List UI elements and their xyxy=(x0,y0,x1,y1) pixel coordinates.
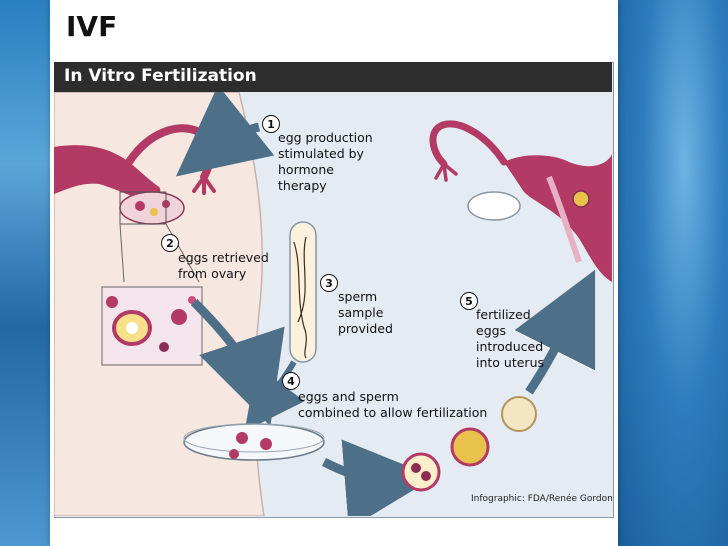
step-number-2: 2 xyxy=(161,234,179,252)
embryo-stage-1 xyxy=(401,452,441,492)
slide-background-right xyxy=(618,0,728,546)
figure-header-title: In Vitro Fertilization xyxy=(64,66,257,86)
embryo-stage-2 xyxy=(450,427,490,467)
ivf-illustration xyxy=(54,92,612,516)
slide-title: IVF xyxy=(66,10,118,43)
step-label-4: eggs and sperm combined to allow fertili… xyxy=(298,389,488,420)
petri-dish xyxy=(183,423,325,461)
uterus-left xyxy=(54,145,161,201)
step-label-3: sperm sample provided xyxy=(338,289,393,336)
step-label-1: egg production stimulated by hormone the… xyxy=(278,130,373,193)
ovary-right xyxy=(467,191,521,221)
ovary-left xyxy=(119,191,185,225)
step-number-3: 3 xyxy=(320,274,338,292)
step-number-1: 1 xyxy=(262,115,280,133)
step-label-5: fertilized eggs introduced into uterus xyxy=(476,307,545,370)
uterus-right xyxy=(504,154,612,282)
step-number-4: 4 xyxy=(282,372,300,390)
arrow-hormone xyxy=(175,92,275,177)
arrow-transfer xyxy=(514,269,596,395)
implanted-embryo xyxy=(572,190,590,208)
step-label-2: eggs retrieved from ovary xyxy=(178,250,269,281)
step-number-5: 5 xyxy=(460,292,478,310)
figure-header-bar xyxy=(54,62,612,92)
fimbria-left xyxy=(192,175,216,195)
figure-credit: Infographic: FDA/Renée Gordon xyxy=(471,494,613,504)
arrow-to-embryo xyxy=(321,439,435,516)
arrow-sperm xyxy=(244,360,305,432)
ovary-zoom-box xyxy=(119,191,167,225)
slide-background-left xyxy=(0,0,52,546)
fallopian-tube-right xyxy=(429,120,508,168)
embryo-stage-3 xyxy=(501,396,537,432)
